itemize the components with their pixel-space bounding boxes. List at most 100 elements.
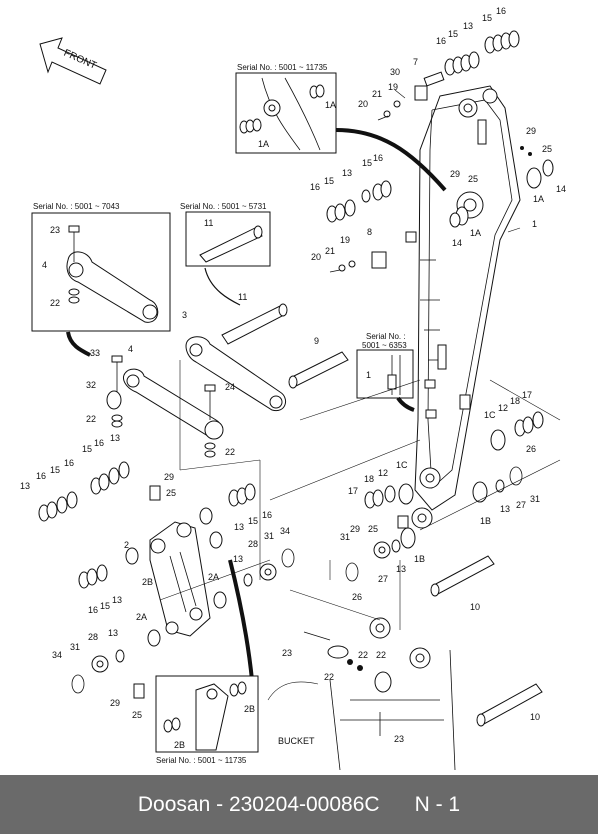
part-number-label: 13 (108, 628, 118, 638)
bucket-label: BUCKET (278, 736, 315, 746)
part-number-label: 23 (50, 225, 60, 235)
footer-bar: Doosan - 230204-00086C N - 1 (0, 775, 598, 834)
part-number-label: 16 (64, 458, 74, 468)
part-number-label: 16 (373, 153, 383, 163)
part-number-label: 25 (132, 710, 142, 720)
serial-label-e: Serial No. : 5001 ~ 11735 (156, 756, 247, 765)
part-number-label: 1A (325, 100, 336, 110)
part-number-label: 25 (542, 144, 552, 154)
part-number-label: 1B (414, 554, 425, 564)
part-number-label: 29 (350, 524, 360, 534)
part-number-label: 19 (340, 235, 350, 245)
link-part-3: 11 3 (182, 292, 288, 412)
part-number-label: 12 (378, 468, 388, 478)
footer-separator: - (210, 792, 229, 816)
part-number-label: 28 (88, 632, 98, 642)
part-number-label: 17 (522, 390, 532, 400)
part-number-label: 3 (182, 310, 187, 320)
part-number-label: 1A (258, 139, 269, 149)
part-number-label: 16 (496, 6, 506, 16)
part-number-label: 13 (234, 522, 244, 532)
part-number-label: 17 (348, 486, 358, 496)
part-number-label: 22 (358, 650, 368, 660)
footer-brand: Doosan (137, 792, 211, 816)
part-number-label: 14 (556, 184, 566, 194)
part-number-label: 16 (310, 182, 320, 192)
part-number-label: 8 (367, 227, 372, 237)
part-number-label: 16 (94, 438, 104, 448)
part-number-label: 15 (448, 29, 458, 39)
part-number-label: 15 (82, 444, 92, 454)
part-number-label: 31 (264, 531, 274, 541)
serial-label-c: Serial No. : 5001 ~ 5731 (180, 202, 267, 211)
part-number-label: 13 (396, 564, 406, 574)
part-number-label: 27 (516, 500, 526, 510)
part-number-label: 11 (238, 292, 247, 302)
part-number-label: 15 (100, 601, 110, 611)
part-number-label: 21 (372, 89, 382, 99)
part-number-label: 11 (204, 218, 213, 228)
part-number-label: 2B (174, 740, 185, 750)
serial-box-c (185, 211, 271, 267)
part-number-label: 19 (388, 82, 398, 92)
footer-gap (380, 793, 415, 817)
serial-label-d2: 5001 ~ 6353 (362, 341, 407, 350)
part-number-label: 26 (526, 444, 536, 454)
part-number-label: 18 (364, 474, 374, 484)
part-number-label: 12 (498, 403, 508, 413)
part-number-label: 22 (376, 650, 386, 660)
part-number-label: 1A (470, 228, 481, 238)
part-number-label: 2A (208, 572, 219, 582)
part-number-label: 2B (142, 577, 153, 587)
part-number-label: 29 (526, 126, 536, 136)
part-number-label: 13 (463, 21, 473, 31)
part-number-label: 15 (50, 465, 60, 475)
part-number-label: 15 (362, 158, 372, 168)
footer-page-label: N - 1 (414, 792, 461, 816)
part-number-label: 22 (225, 447, 235, 457)
part-number-label: 15 (248, 516, 258, 526)
part-number-label: 22 (50, 298, 60, 308)
part-number-label: 4 (128, 344, 133, 354)
link-part-4: 4 33 32 22 24 22 (86, 344, 235, 458)
part-number-label: 29 (110, 698, 120, 708)
part-number-label: 13 (342, 168, 352, 178)
part-number-label: 16 (262, 510, 272, 520)
serial-box-d (356, 349, 414, 399)
part-number-label: 18 (510, 396, 520, 406)
part-number-label: 15 (482, 13, 492, 23)
part-number-label: 16 (436, 36, 446, 46)
part-number-label: 25 (368, 524, 378, 534)
part-number-label: 10 (530, 712, 540, 722)
part-number-label: 15 (324, 176, 334, 186)
part-number-label: 22 (324, 672, 334, 682)
part-number-label: 23 (394, 734, 404, 744)
part-number-label: 1C (396, 460, 408, 470)
part-number-label: 2A (136, 612, 147, 622)
part-number-label: 1B (480, 516, 491, 526)
part-number-label: 16 (88, 605, 98, 615)
part-number-label: 28 (248, 539, 258, 549)
arm-part-1 (411, 85, 521, 529)
parts-diagram: FRONT Serial No. : 5001 ~ 11735 1A 1A 16… (20, 6, 566, 771)
part-number-label: 13 (20, 481, 30, 491)
part-number-label: 20 (311, 252, 321, 262)
footer-part-number: 230204-00086C (228, 792, 380, 816)
part-number-label: 24 (225, 382, 235, 392)
serial-label-b: Serial No. : 5001 ~ 7043 (33, 202, 120, 211)
part-number-label: 1 (366, 370, 371, 380)
part-number-label: 21 (325, 246, 335, 256)
part-number-label: 26 (352, 592, 362, 602)
front-arrow-icon: FRONT (39, 37, 107, 85)
part-number-label: 13 (233, 554, 243, 564)
part-number-label: 31 (530, 494, 540, 504)
part-number-label: 25 (166, 488, 176, 498)
part-number-label: 31 (340, 532, 350, 542)
part-number-label: 33 (90, 348, 100, 358)
part-number-label: 34 (280, 526, 290, 536)
serial-label-a: Serial No. : 5001 ~ 11735 (237, 63, 328, 72)
part-number-label: 20 (358, 99, 368, 109)
